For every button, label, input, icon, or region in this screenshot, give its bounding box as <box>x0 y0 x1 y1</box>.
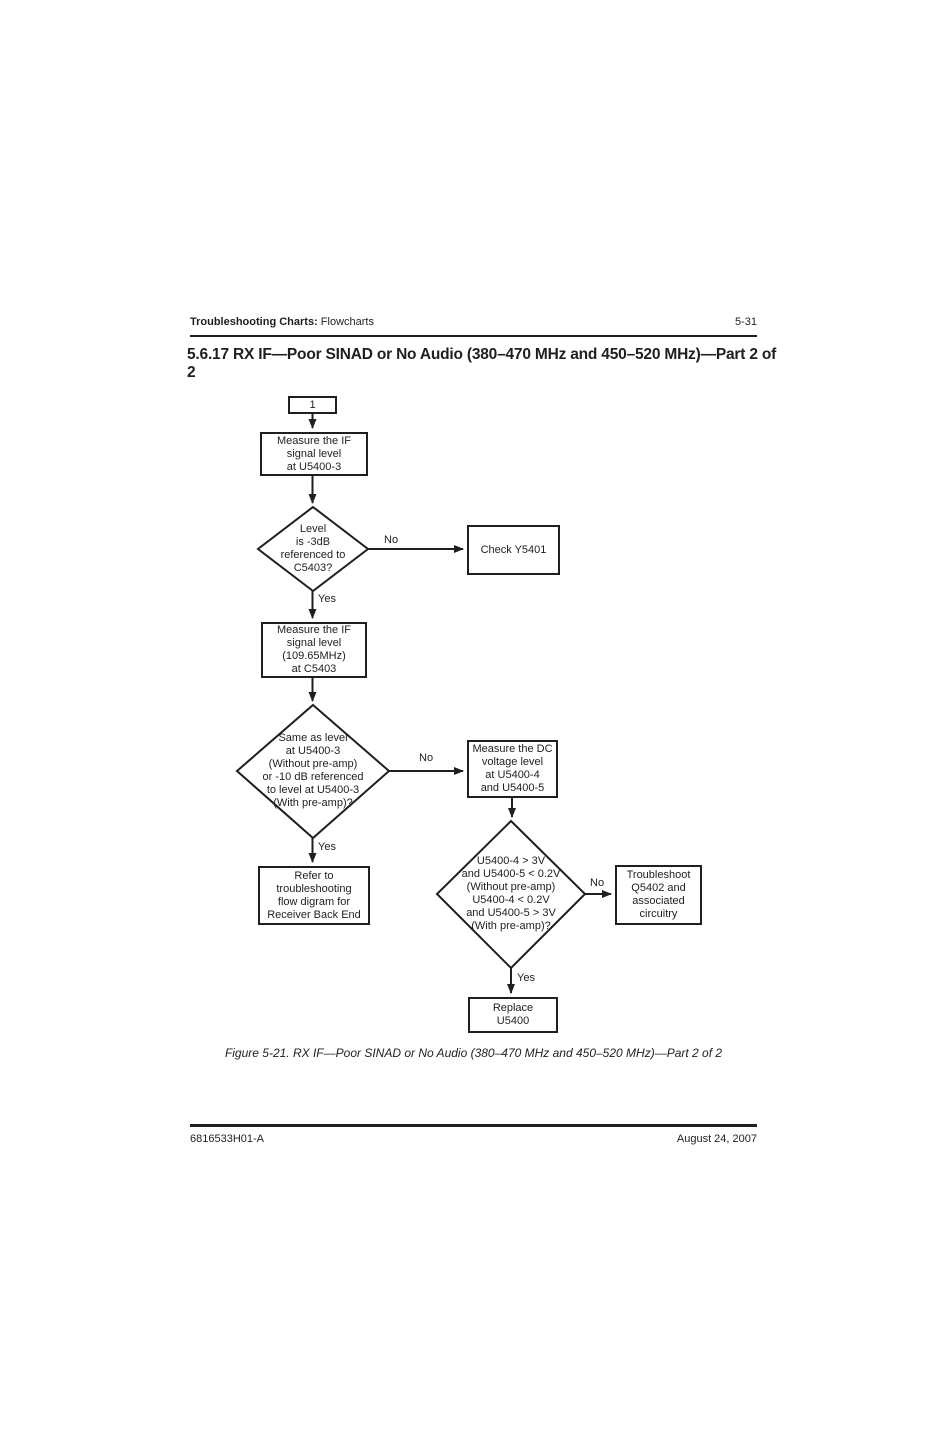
footer-date: August 24, 2007 <box>676 1133 757 1145</box>
page-number: 5-31 <box>734 316 757 328</box>
edge-label-no-2: No <box>419 752 434 764</box>
header-rule <box>190 335 757 337</box>
flow-node-check-y5401: Check Y5401 <box>467 525 560 575</box>
section-title: 5.6.17 RX IF—Poor SINAD or No Audio (380… <box>187 346 777 381</box>
edge-label-yes-1: Yes <box>318 593 336 605</box>
footer-doc-number: 6816533H01-A <box>190 1133 265 1145</box>
flow-node-measure-if-c5403: Measure the IF signal level (109.65MHz) … <box>261 622 367 678</box>
footer-rule <box>190 1124 757 1127</box>
header-subsection-label: Flowcharts <box>320 316 374 328</box>
edge-label-no-1: No <box>384 534 399 546</box>
header-section-label: Troubleshooting Charts: <box>190 316 318 328</box>
flow-node-refer-receiver-back-end: Refer to troubleshooting flow digram for… <box>258 866 370 925</box>
running-header: Troubleshooting Charts: Flowcharts <box>190 316 374 328</box>
flow-node-measure-if-u5400-3: Measure the IF signal level at U5400-3 <box>260 432 368 476</box>
flow-node-measure-dc-voltage: Measure the DC voltage level at U5400-4 … <box>467 740 558 798</box>
flow-start-connector: 1 <box>288 396 337 414</box>
edge-label-yes-2: Yes <box>318 841 336 853</box>
flow-decision-level-3db: Level is -3dB referenced to C5403? <box>280 523 346 574</box>
flow-node-troubleshoot-q5402: Troubleshoot Q5402 and associated circui… <box>615 865 702 925</box>
flow-decision-dc-levels: U5400-4 > 3V and U5400-5 < 0.2V (Without… <box>461 855 561 932</box>
flow-node-replace-u5400: Replace U5400 <box>468 997 558 1033</box>
flow-decision-same-level: Same as level at U5400-3 (Without pre-am… <box>262 732 364 809</box>
edge-label-no-3: No <box>590 877 605 889</box>
edge-label-yes-3: Yes <box>517 972 535 984</box>
figure-caption: Figure 5-21. RX IF—Poor SINAD or No Audi… <box>224 1046 723 1060</box>
